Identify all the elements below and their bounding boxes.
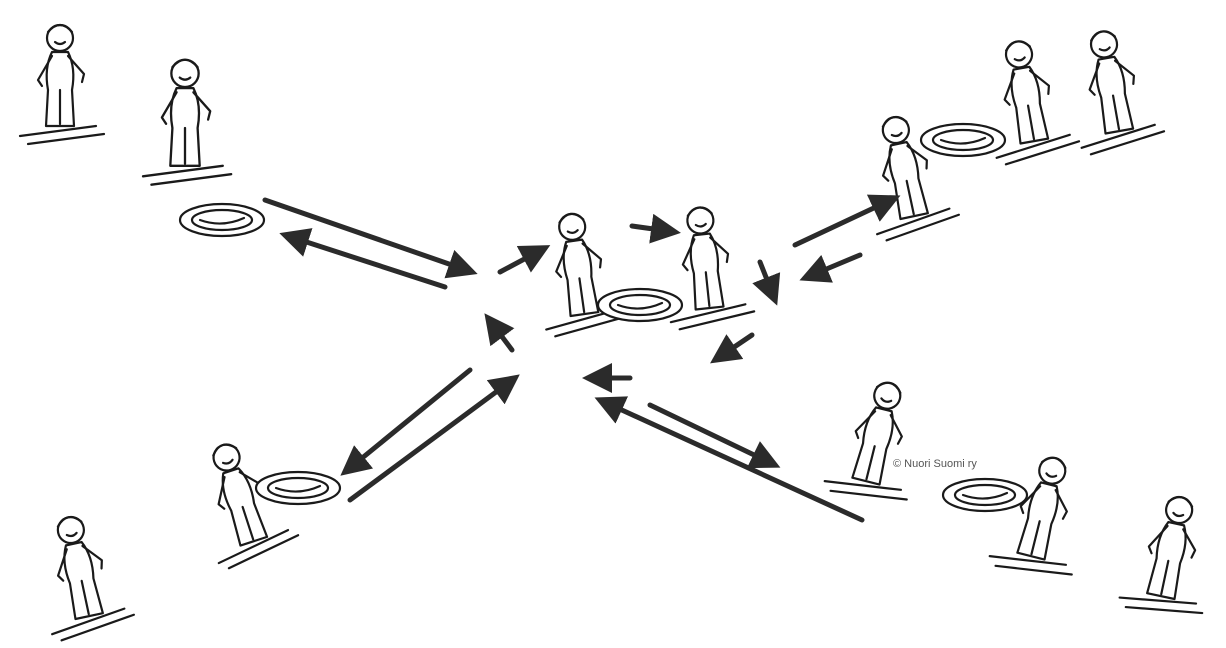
top-left-skiers <box>20 25 264 236</box>
arrow <box>805 255 860 278</box>
skier-figure <box>29 508 136 642</box>
bottom-right-skiers <box>823 373 1225 622</box>
arrow <box>632 226 675 232</box>
sled-disc <box>921 124 1005 156</box>
skier-figure <box>988 448 1098 584</box>
sled-disc <box>180 204 264 236</box>
sled-disc <box>943 479 1027 511</box>
arrow <box>650 405 775 465</box>
copyright-credit: © Nuori Suomi ry <box>893 458 977 470</box>
arrow <box>350 378 515 500</box>
top-right-skiers <box>854 24 1166 242</box>
skier-figure <box>143 60 231 185</box>
arrow <box>600 400 862 520</box>
arrow <box>760 262 775 300</box>
skier-figure <box>1118 489 1225 623</box>
arrow <box>715 335 752 360</box>
center-skiers <box>531 203 755 337</box>
arrow <box>795 198 895 245</box>
arrow <box>285 235 445 287</box>
sled-disc <box>256 472 340 504</box>
arrow <box>500 248 545 272</box>
bottom-left-skiers <box>29 432 340 642</box>
skier-figure <box>20 25 104 144</box>
sled-disc <box>598 289 682 321</box>
arrow <box>488 318 512 350</box>
skier-figure <box>823 373 933 509</box>
skier-figure <box>1062 24 1165 156</box>
